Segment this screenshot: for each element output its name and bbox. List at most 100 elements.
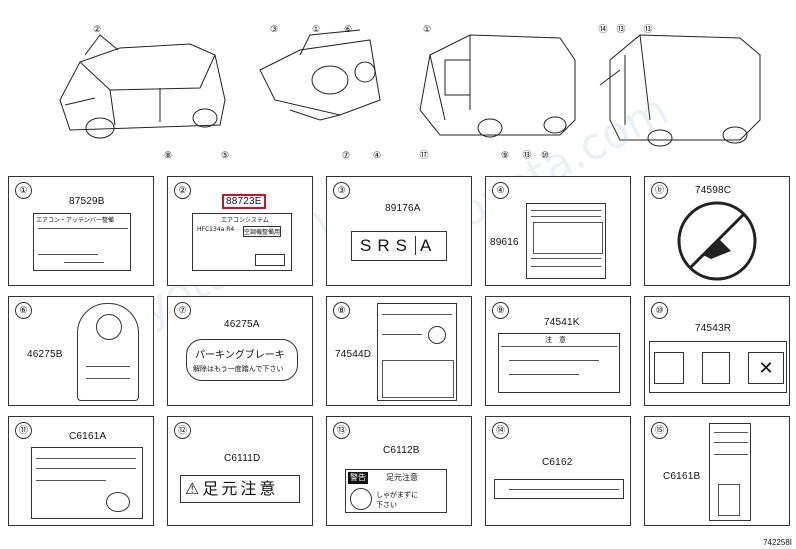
callout-label: ⑦ [342, 150, 350, 160]
part-number: C6162 [542, 457, 573, 468]
label-illustration: エアコン・アッテンバー整備 [33, 213, 131, 271]
label-text: 注 意 [545, 336, 566, 344]
part-number: 87529B [69, 196, 105, 207]
label-cell-5: ⓑ 74598C [644, 176, 790, 286]
item-number: ⑬ [333, 422, 350, 439]
van-front-view [59, 34, 226, 139]
callout-label: ③ [270, 24, 278, 34]
callout-label: ① [312, 24, 320, 34]
label-cell-9: ⑨ 74541K 注 意 [485, 296, 631, 406]
callout-label: ⑬ [643, 24, 652, 34]
label-cell-8: ⑧ 74544D [326, 296, 472, 406]
part-number: 74541K [544, 317, 580, 328]
callout-label: ⑰ [419, 150, 428, 160]
part-number: 74544D [335, 349, 372, 360]
item-number: ⑪ [15, 422, 32, 439]
item-number: ⑭ [492, 422, 509, 439]
item-number: ⑨ [492, 302, 509, 319]
label-text: 足元注意 [386, 473, 418, 482]
label-text: S [360, 236, 378, 255]
part-number: C6161A [69, 431, 107, 442]
item-number: ⑦ [174, 302, 191, 319]
item-number: ⑫ [174, 422, 191, 439]
item-number: ⑮ [651, 422, 668, 439]
label-text: パーキングブレーキ [195, 350, 285, 361]
part-number: 74543R [695, 323, 732, 334]
hanger-tag-illustration [77, 303, 139, 401]
warning-label: 警告 足元注意 しゃがまずに 下さい [345, 469, 447, 513]
label-text: S [395, 236, 413, 255]
label-cell-15: ⑮ C6161B [644, 416, 790, 526]
label-illustration: エアコンシステム HFC134a R4 空調機整備用 [192, 213, 292, 271]
item-number: ⑧ [333, 302, 350, 319]
part-number: C6112B [383, 445, 420, 456]
label-text: 下さい [376, 501, 397, 509]
label-cell-2: ② 88723E エアコンシステム HFC134a R4 空調機整備用 [167, 176, 313, 286]
van-rear-view [599, 34, 761, 147]
label-text: 足元注意 [202, 479, 279, 498]
label-text: 解除はもう一度踏んで下さい [193, 365, 284, 373]
part-number: 46275B [27, 349, 63, 360]
label-illustration: ✕ [649, 341, 787, 393]
item-number: ⑩ [651, 302, 668, 319]
label-text: HFC134a R4 [197, 226, 235, 233]
label-cell-10: ⑩ 74543R ✕ [644, 296, 790, 406]
prohibited-icon: ✕ [748, 352, 784, 384]
label-text: しゃがまずに [376, 491, 418, 499]
callout-label: ⑧ [164, 150, 172, 160]
label-text: エアコン・アッテンバー整備 [36, 217, 115, 224]
label-illustration [377, 303, 457, 401]
item-number: ⓑ [651, 182, 668, 199]
vehicle-illustrations: ② ③ ⑧ ⑤ ① ⑥ ⑦ ④ ① ⑰ ⑨ ⑬ ⑩ ⑭ ⑬ ⑬ [59, 24, 761, 160]
part-number: 46275A [224, 319, 260, 330]
item-number: ④ [492, 182, 509, 199]
caution-label: 注 意 [498, 333, 620, 393]
van-side-door-view [419, 34, 576, 138]
callout-label: ① [423, 24, 431, 34]
part-number: 74598C [695, 185, 732, 196]
label-cell-7: ⑦ 46275A パーキングブレーキ 解除はもう一度踏んで下さい [167, 296, 313, 406]
label-cell-1: ① 87529B エアコン・アッテンバー整備 [8, 176, 154, 286]
label-cell-14: ⑭ C6162 [485, 416, 631, 526]
parking-brake-label: パーキングブレーキ 解除はもう一度踏んで下さい [186, 339, 298, 381]
label-text: R [377, 236, 396, 255]
diagram-code: 742258I [763, 538, 792, 547]
label-illustration [709, 423, 751, 521]
item-number: ③ [333, 182, 350, 199]
watch-step-label: ⚠足元注意 [180, 475, 300, 503]
part-number: 89616 [490, 237, 519, 248]
label-cell-12: ⑫ C6111D ⚠足元注意 [167, 416, 313, 526]
part-number: C6111D [224, 453, 261, 464]
callout-label: ④ [373, 150, 381, 160]
item-number: ① [15, 182, 32, 199]
callout-label: ⑬ [616, 24, 625, 34]
part-number-highlighted: 88723E [222, 194, 266, 209]
item-number: ② [174, 182, 191, 199]
label-cell-13: ⑬ C6112B 警告 足元注意 しゃがまずに 下さい [326, 416, 472, 526]
item-number: ⑥ [15, 302, 32, 319]
part-number: 89176A [385, 203, 421, 214]
label-text: エアコンシステム [221, 217, 269, 224]
callout-label: ⑥ [344, 24, 352, 34]
callout-label: ⑩ [541, 150, 549, 160]
label-text: 警告 [348, 472, 368, 484]
part-number: C6161B [663, 471, 701, 482]
label-illustration [526, 203, 606, 279]
callout-label: ⑨ [501, 150, 509, 160]
label-illustration [494, 479, 624, 499]
label-illustration [31, 447, 143, 519]
callout-label: ⑭ [598, 24, 607, 34]
callout-label: ② [93, 24, 101, 34]
callout-label: ⑤ [221, 150, 229, 160]
label-text: A [414, 236, 438, 255]
label-text: 空調機整備用 [243, 226, 282, 237]
dashboard-view [259, 29, 381, 121]
no-child-seat-symbol [677, 201, 757, 281]
label-cell-11: ⑪ C6161A [8, 416, 154, 526]
label-cell-6: ⑥ 46275B [8, 296, 154, 406]
callout-label: ⑬ [522, 150, 531, 160]
label-cell-4: ④ 89616 [485, 176, 631, 286]
warning-triangle-icon: ⚠ [185, 479, 203, 498]
